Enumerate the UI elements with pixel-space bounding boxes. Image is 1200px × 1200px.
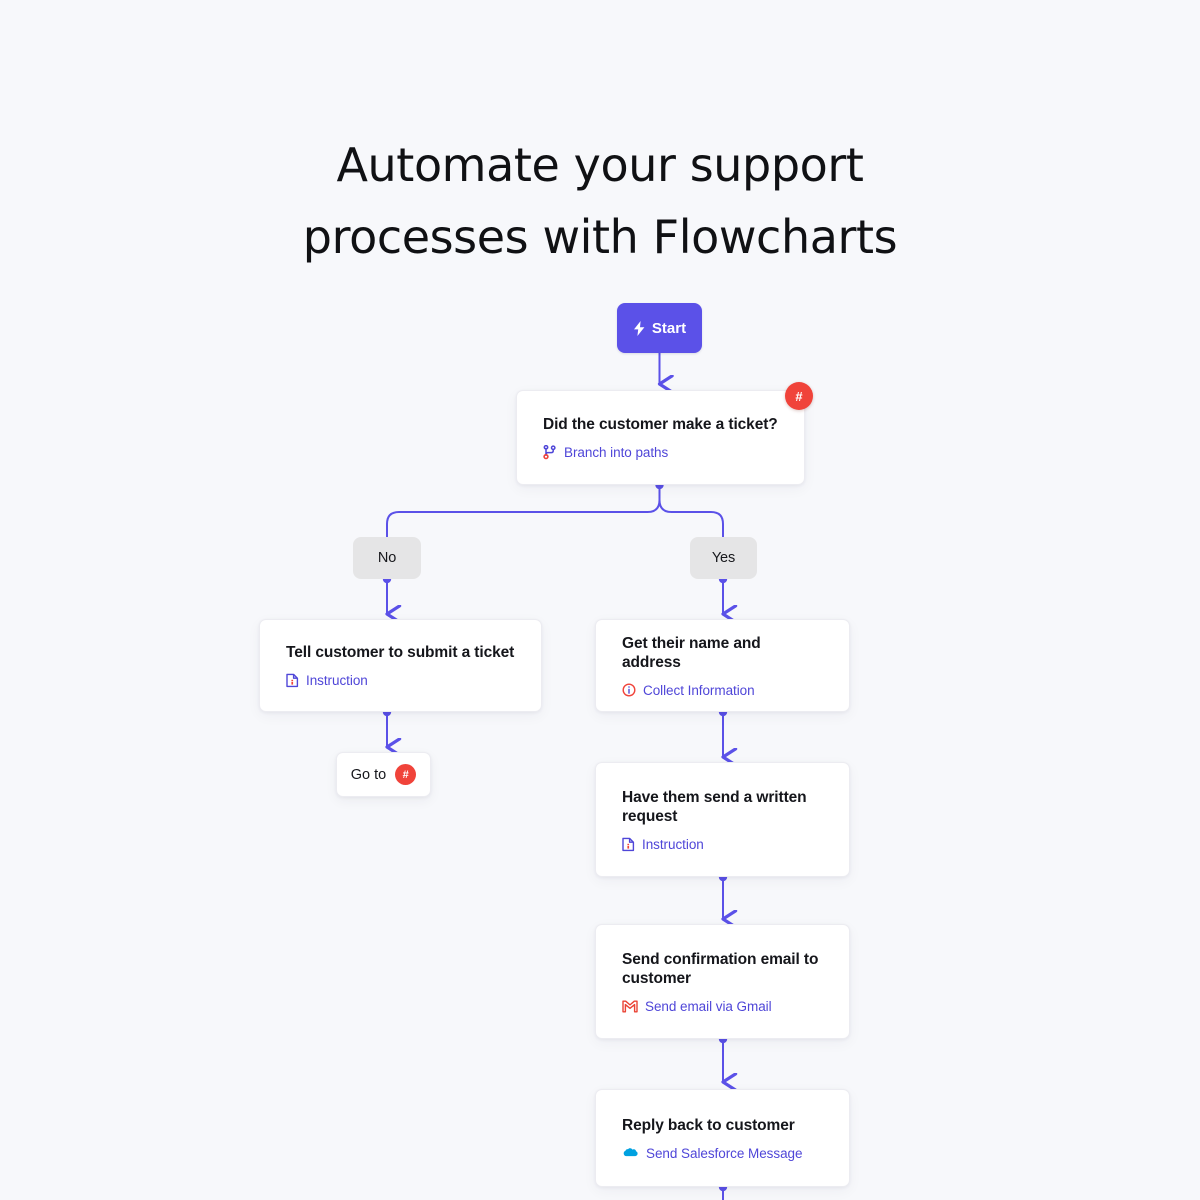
- branch-label-no[interactable]: No: [353, 537, 421, 579]
- decision-card-subtitle-label: Branch into paths: [564, 445, 669, 460]
- left-path-card-1-subtitle-label: Instruction: [306, 673, 368, 688]
- start-node[interactable]: Start: [617, 303, 702, 353]
- page-title: Automate your support processes with Flo…: [0, 129, 1200, 273]
- info-circle-icon: [622, 683, 636, 697]
- right-path-card-1-subtitle[interactable]: Collect Information: [622, 683, 823, 698]
- goto-node-label: Go to: [350, 766, 387, 783]
- right-path-card-4-subtitle-label: Send Salesforce Message: [646, 1145, 803, 1161]
- gmail-icon: [622, 1000, 638, 1013]
- right-path-card-2-subtitle-label: Instruction: [642, 836, 704, 852]
- right-path-card-4-subtitle[interactable]: Send Salesforce Message: [622, 1146, 823, 1161]
- right-path-card-1-subtitle-label: Collect Information: [643, 682, 755, 698]
- left-path-card-1-subtitle[interactable]: Instruction: [286, 673, 515, 688]
- document-instruction-icon: [622, 837, 635, 852]
- right-path-card-2-title: Have them send a written request: [622, 788, 807, 825]
- decision-hash-badge[interactable]: #: [785, 382, 813, 410]
- right-path-card-4[interactable]: Reply back to customer Send Salesforce M…: [595, 1089, 850, 1187]
- page-title-line-2: processes with Flowcharts: [302, 209, 898, 264]
- goto-hash-badge: #: [395, 764, 417, 785]
- document-instruction-icon: [286, 673, 299, 688]
- goto-node[interactable]: Go to #: [336, 752, 431, 797]
- right-path-card-4-title: Reply back to customer: [622, 1116, 795, 1134]
- decision-card-title: Did the customer make a ticket?: [543, 416, 778, 433]
- start-node-label: Start: [651, 319, 687, 337]
- right-path-card-3-subtitle[interactable]: Send email via Gmail: [622, 999, 823, 1014]
- right-path-card-1-title: Get their name and address: [622, 634, 761, 671]
- right-path-card-2[interactable]: Have them send a written request Instruc…: [595, 762, 850, 877]
- left-path-card-1[interactable]: Tell customer to submit a ticket Instruc…: [259, 619, 542, 712]
- right-path-card-2-subtitle[interactable]: Instruction: [622, 837, 823, 852]
- git-branch-icon: [543, 445, 557, 460]
- right-path-card-1[interactable]: Get their name and address Collect Infor…: [595, 619, 850, 712]
- right-path-card-3-title: Send confirmation email to customer: [622, 950, 819, 987]
- left-path-card-1-title: Tell customer to submit a ticket: [286, 644, 515, 661]
- right-path-card-3-subtitle-label: Send email via Gmail: [645, 998, 772, 1014]
- lightning-bolt-icon: [633, 320, 646, 336]
- decision-card[interactable]: Did the customer make a ticket? Branch i…: [516, 390, 805, 485]
- page-title-line-1: Automate your support: [336, 137, 864, 192]
- branch-label-yes[interactable]: Yes: [690, 537, 757, 579]
- right-path-card-3[interactable]: Send confirmation email to customer Send…: [595, 924, 850, 1039]
- decision-card-subtitle[interactable]: Branch into paths: [543, 445, 778, 460]
- salesforce-cloud-icon: [622, 1147, 639, 1159]
